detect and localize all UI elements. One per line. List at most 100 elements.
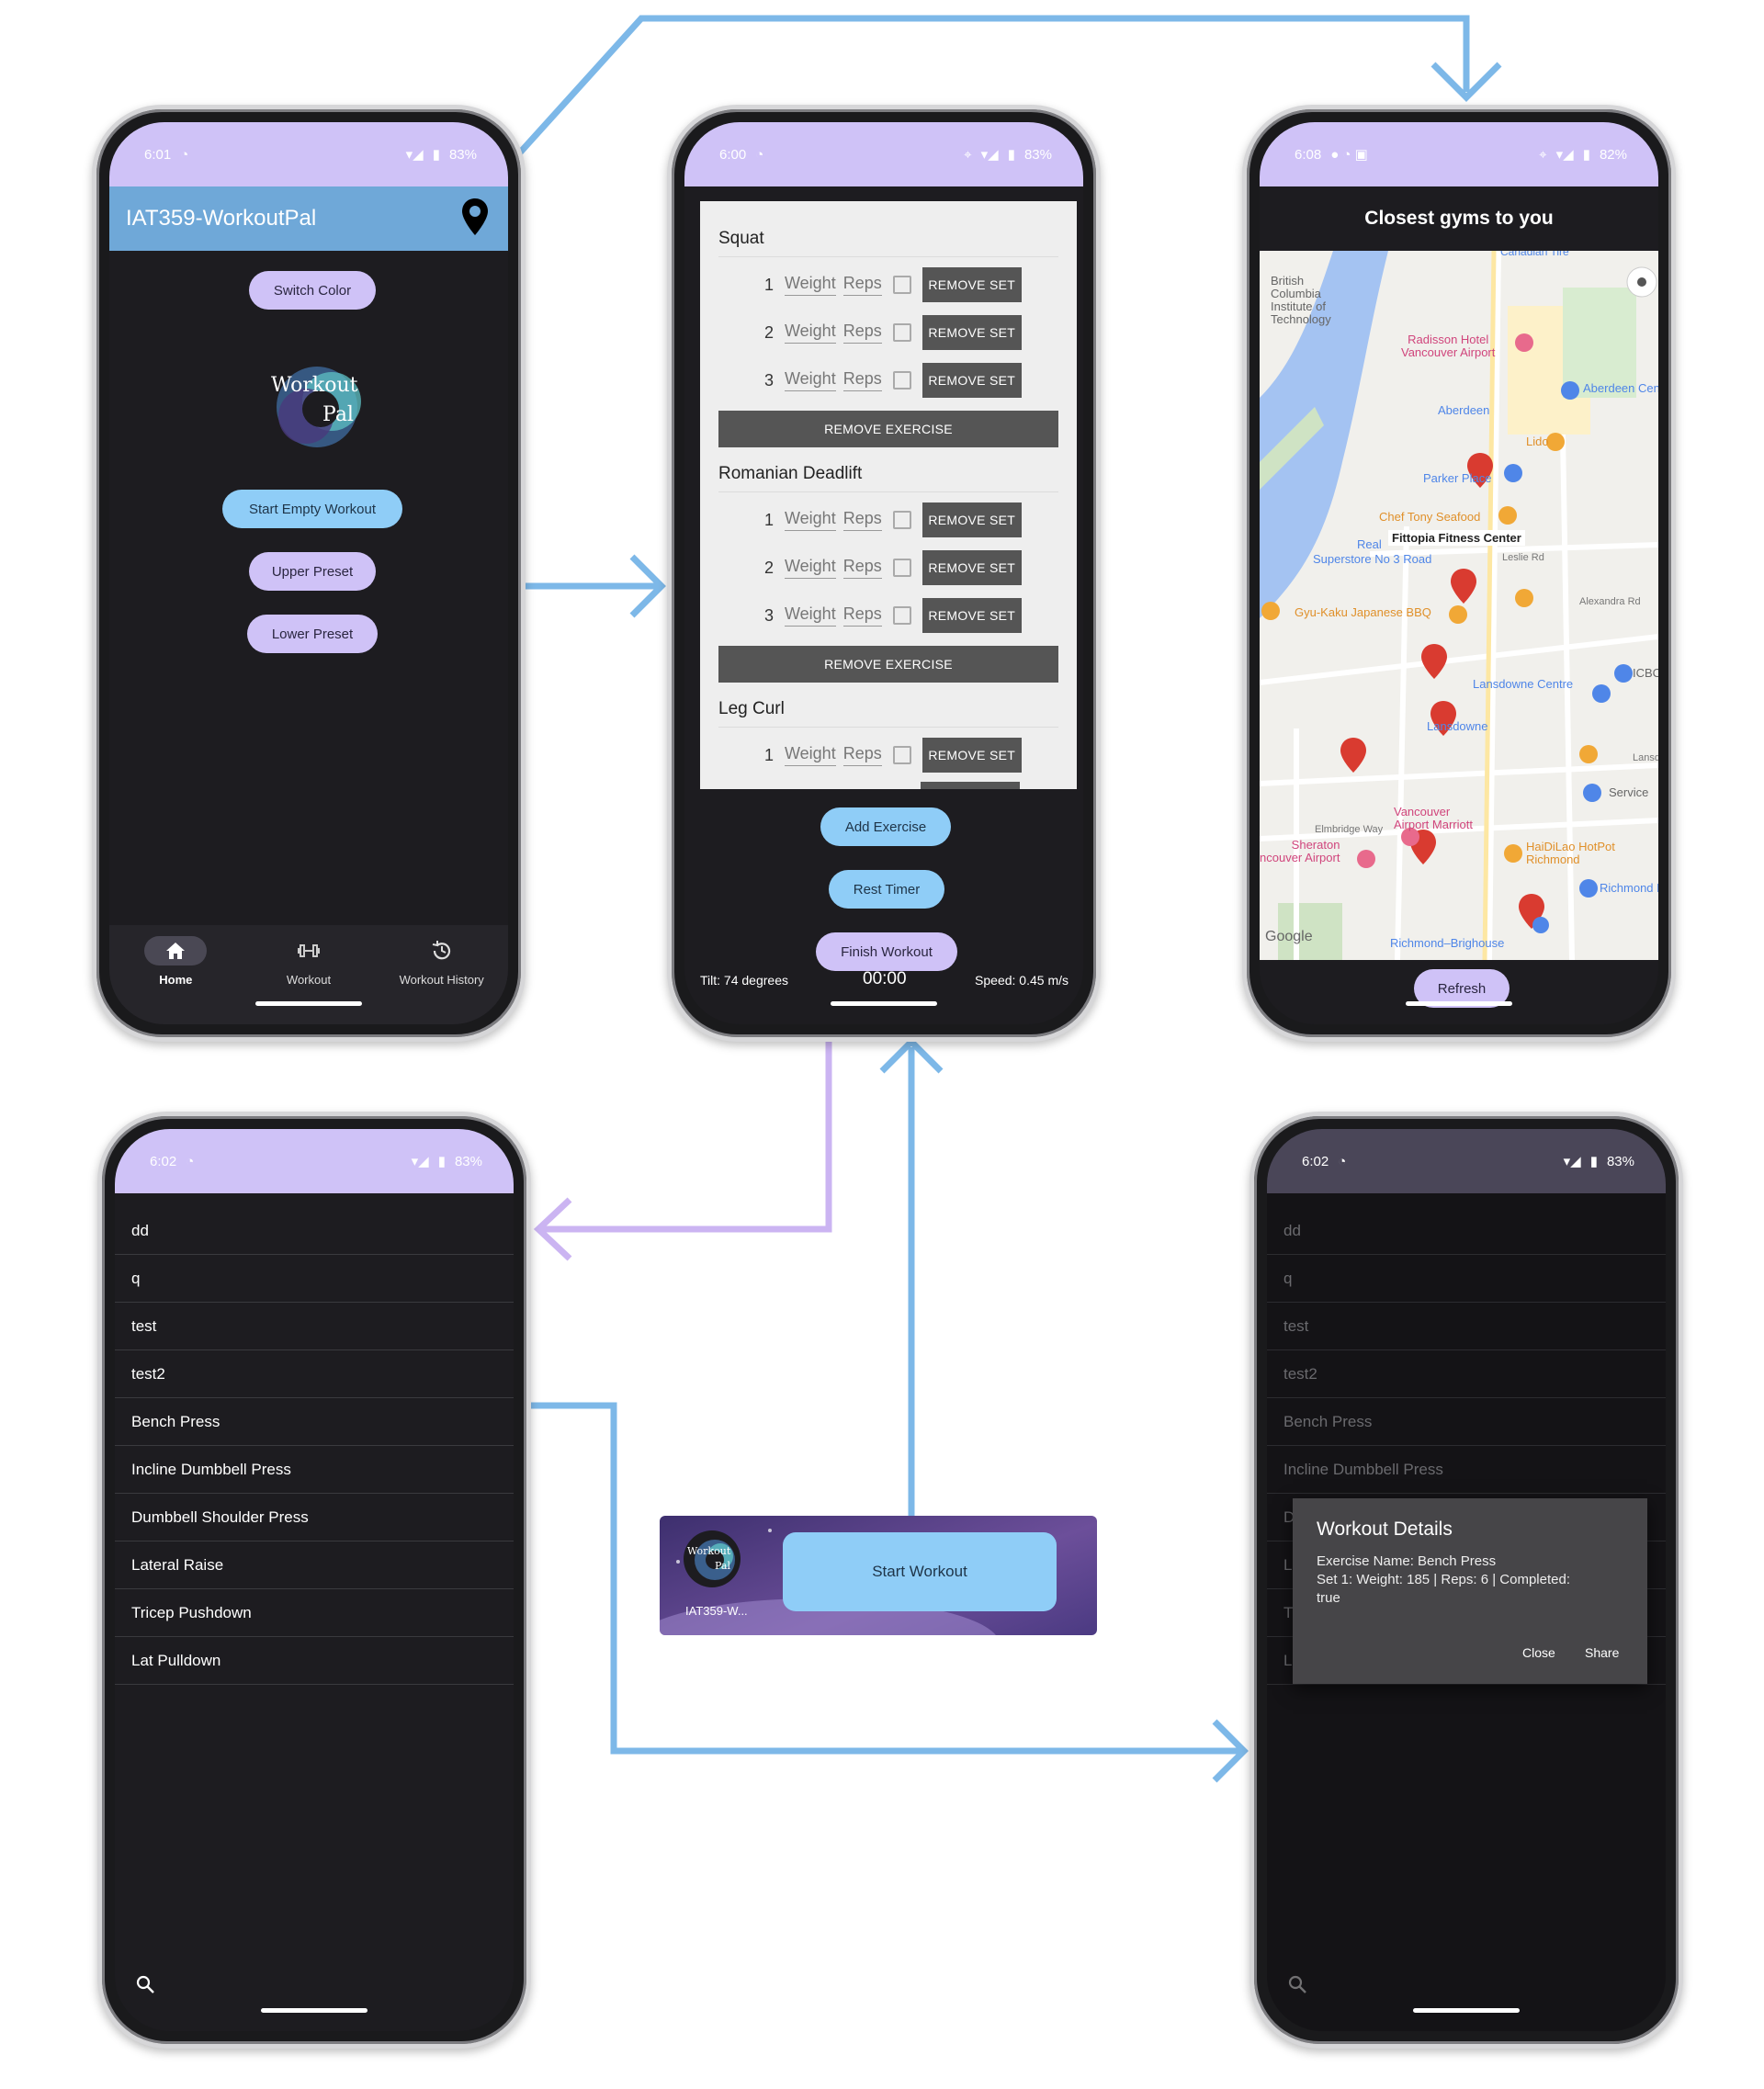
history-item[interactable]: q bbox=[115, 1256, 514, 1303]
remove-set-button[interactable]: REMOVE SET bbox=[922, 550, 1022, 585]
weight-input[interactable]: Weight bbox=[785, 322, 836, 344]
remove-set-button[interactable]: REMOVE SET bbox=[922, 502, 1022, 537]
history-item[interactable]: Lateral Raise bbox=[115, 1542, 514, 1589]
reps-input[interactable]: Reps bbox=[842, 322, 882, 344]
history-item[interactable]: Incline Dumbbell Press bbox=[115, 1447, 514, 1494]
phone-history: 6:02◔ ▾◢▮83% dd q test test2 Bench Press… bbox=[97, 1112, 531, 2049]
widget-start-workout-button[interactable]: Start Workout bbox=[783, 1532, 1057, 1611]
set-complete-checkbox[interactable] bbox=[892, 511, 911, 529]
app-title: IAT359-WorkoutPal bbox=[126, 206, 317, 231]
search-icon[interactable] bbox=[135, 1974, 155, 1999]
home-widget: Workout Pal IAT359-W... Start Workout bbox=[660, 1516, 1097, 1635]
remove-exercise-button[interactable]: REMOVE EXERCISE bbox=[718, 646, 1058, 683]
wifi-icon: ▾◢ bbox=[1563, 1154, 1581, 1169]
widget-logo-text-2: Pal bbox=[715, 1560, 730, 1572]
nav-history-label: Workout History bbox=[399, 973, 484, 987]
history-item-label: T bbox=[1283, 1604, 1294, 1621]
map-pin-icon[interactable] bbox=[460, 197, 490, 242]
remove-set-button[interactable]: REMOVE SET bbox=[922, 363, 1022, 398]
weight-input[interactable]: Weight bbox=[785, 369, 836, 391]
history-item[interactable]: Dumbbell Shoulder Press bbox=[115, 1495, 514, 1541]
map-label-sheraton: Sheraton ncouver Airport bbox=[1260, 838, 1340, 864]
battery-level: 83% bbox=[1023, 146, 1052, 163]
status-time: 6:01 bbox=[144, 146, 172, 163]
exercise-title: Squat bbox=[718, 229, 764, 248]
remove-set-button[interactable]: REMOVE SET bbox=[922, 315, 1022, 350]
remove-exercise-button[interactable]: REMOVE EXERCISE bbox=[718, 411, 1058, 447]
start-empty-workout-button[interactable]: Start Empty Workout bbox=[222, 490, 402, 528]
exercise-list[interactable]: Squat 1 Weight Reps REMOVE SET 2 Weight … bbox=[700, 201, 1077, 789]
history-item: dd bbox=[1267, 1208, 1666, 1255]
reps-input[interactable]: Reps bbox=[842, 369, 882, 391]
gesture-bar bbox=[255, 1001, 362, 1006]
status-time: 6:02 bbox=[150, 1153, 177, 1169]
wifi-icon: ▾◢ bbox=[1555, 147, 1574, 163]
set-complete-checkbox[interactable] bbox=[892, 559, 911, 577]
add-exercise-button[interactable]: Add Exercise bbox=[820, 807, 951, 846]
history-item[interactable]: test bbox=[115, 1304, 514, 1350]
remove-set-button[interactable]: REMOVE SET bbox=[922, 738, 1022, 773]
reps-input[interactable]: Reps bbox=[842, 744, 882, 766]
map-label-lido: Lido bbox=[1526, 435, 1549, 448]
nav-workout-icon-wrap bbox=[277, 936, 340, 965]
nav-history[interactable]: Workout History bbox=[375, 925, 508, 1024]
history-item-label: Bench Press bbox=[1283, 1413, 1373, 1430]
history-item: test2 bbox=[1267, 1351, 1666, 1398]
nav-workout[interactable]: Workout bbox=[243, 925, 376, 1024]
map-label-leslie-rd: Leslie Rd bbox=[1502, 552, 1544, 563]
arrow-widget-to-workout-head bbox=[879, 1037, 944, 1074]
history-item-label: Bench Press bbox=[131, 1413, 220, 1430]
history-item: Incline Dumbbell Press bbox=[1267, 1447, 1666, 1494]
history-item[interactable]: Lat Pulldown bbox=[115, 1638, 514, 1685]
dialog-close-button[interactable]: Close bbox=[1522, 1645, 1555, 1660]
refresh-label: Refresh bbox=[1437, 980, 1487, 997]
set-complete-checkbox[interactable] bbox=[892, 276, 911, 294]
finish-workout-button[interactable]: Finish Workout bbox=[816, 932, 957, 971]
set-complete-checkbox[interactable] bbox=[892, 746, 911, 764]
notification-icons: ● ◔ ▣ bbox=[1330, 147, 1368, 163]
nav-home[interactable]: Home bbox=[109, 925, 243, 1024]
reps-input[interactable]: Reps bbox=[842, 274, 882, 296]
gesture-bar bbox=[261, 2008, 368, 2013]
speed-readout: Speed: 0.45 m/s bbox=[975, 973, 1069, 988]
set-complete-checkbox[interactable] bbox=[892, 323, 911, 342]
remove-set-button[interactable]: REMOVE SET bbox=[922, 267, 1022, 302]
battery-icon: ▮ bbox=[1582, 147, 1590, 163]
weight-input[interactable]: Weight bbox=[785, 509, 836, 531]
weight-input[interactable]: Weight bbox=[785, 557, 836, 579]
lower-preset-button[interactable]: Lower Preset bbox=[247, 615, 378, 653]
history-item[interactable]: Tricep Pushdown bbox=[115, 1590, 514, 1637]
set-complete-checkbox[interactable] bbox=[892, 606, 911, 625]
switch-color-button[interactable]: Switch Color bbox=[249, 271, 376, 310]
widget-app-icon[interactable]: Workout Pal bbox=[684, 1530, 741, 1587]
set-complete-checkbox[interactable] bbox=[892, 371, 911, 390]
reps-input[interactable]: Reps bbox=[842, 604, 882, 627]
sync-icon: ◔ bbox=[180, 146, 189, 163]
google-map[interactable]: British Columbia Institute of Technology… bbox=[1260, 251, 1658, 960]
history-item[interactable]: test2 bbox=[115, 1351, 514, 1398]
weight-input[interactable]: Weight bbox=[785, 274, 836, 296]
history-item-label: test2 bbox=[131, 1365, 165, 1383]
logo-graphic bbox=[277, 367, 361, 447]
battery-icon: ▮ bbox=[1589, 1154, 1598, 1169]
wifi-icon: ▾◢ bbox=[980, 147, 999, 163]
history-icon bbox=[432, 941, 450, 960]
finish-workout-label: Finish Workout bbox=[841, 943, 933, 960]
history-item[interactable]: Bench Press bbox=[115, 1399, 514, 1446]
nav-history-icon-wrap bbox=[411, 936, 473, 965]
map-label-haidilao: HaiDiLao HotPot Richmond bbox=[1526, 840, 1615, 866]
set-number: 2 bbox=[763, 558, 774, 577]
dialog-share-button[interactable]: Share bbox=[1585, 1645, 1620, 1660]
upper-preset-button[interactable]: Upper Preset bbox=[249, 552, 376, 591]
remove-set-button[interactable]: REMOVE SET bbox=[922, 598, 1022, 633]
history-item[interactable]: dd bbox=[115, 1208, 514, 1255]
weight-input[interactable]: Weight bbox=[785, 744, 836, 766]
reps-input[interactable]: Reps bbox=[842, 509, 882, 531]
reps-input[interactable]: Reps bbox=[842, 557, 882, 579]
details-screen: 6:02◔ ▾◢▮83% dd q test test2 Bench Press… bbox=[1267, 1129, 1666, 2031]
rest-timer-button[interactable]: Rest Timer bbox=[829, 870, 944, 909]
history-item: Bench Press bbox=[1267, 1399, 1666, 1446]
status-bar: 6:02◔ ▾◢▮83% bbox=[115, 1129, 514, 1193]
weight-input[interactable]: Weight bbox=[785, 604, 836, 627]
start-empty-workout-label: Start Empty Workout bbox=[248, 501, 377, 517]
